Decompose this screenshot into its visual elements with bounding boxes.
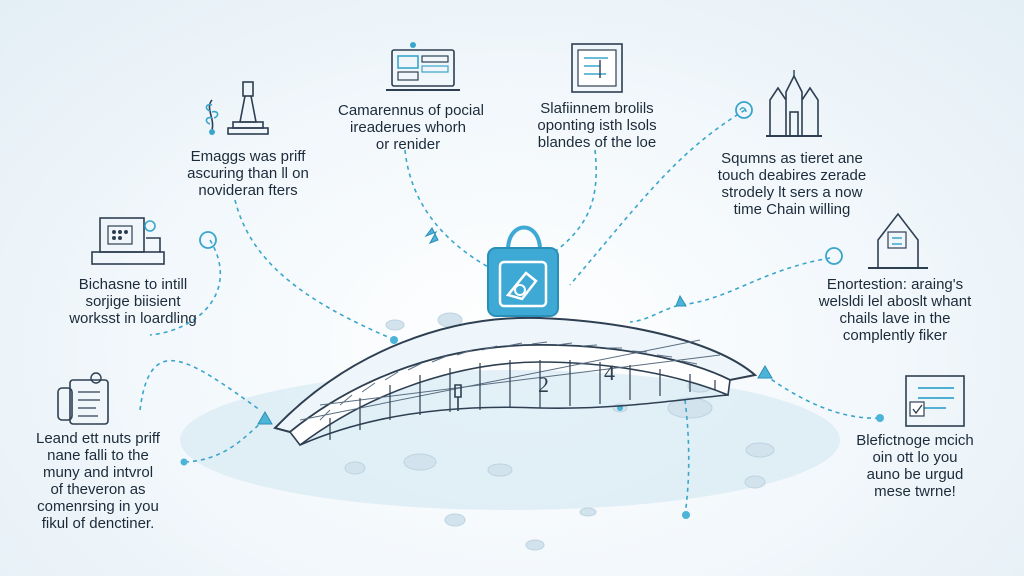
- bridge-figure-icon: [454, 384, 462, 411]
- label-line: Emaggs was priff: [190, 148, 306, 165]
- label-line: welsldi lel aboslt whant: [818, 293, 972, 310]
- bridge-number-2: 4: [604, 360, 615, 385]
- label-line: Enortestion: araing's: [826, 276, 964, 293]
- label-line: mese twrne!: [874, 483, 956, 500]
- label-line: ascuring than ll on: [187, 165, 309, 182]
- swirl-icon-mid-left: [199, 231, 217, 249]
- label-line: Leand ett nuts priff: [36, 430, 160, 447]
- label-line: nane falli to the: [47, 447, 149, 464]
- bridge-icon: 2 4: [273, 316, 758, 447]
- label-line: oponting isth lsols: [537, 117, 657, 134]
- castle-icon: [766, 70, 822, 137]
- label-line: novideran fters: [198, 182, 298, 199]
- label-line: muny and intvrol: [42, 464, 154, 481]
- label-line: Squmns as tieret ane: [721, 150, 863, 167]
- plant-icon: [205, 99, 219, 135]
- label-line: or renider: [375, 136, 441, 153]
- label-mid-right: Enortestion: araing's welsldi lel aboslt…: [800, 276, 990, 344]
- swirl-icon-mid-right: [825, 247, 843, 265]
- label-line: Bichasne to intill: [78, 276, 188, 293]
- label-mid-left: Bichasne to intill sorjige biisient work…: [58, 276, 208, 327]
- dashboard-icon: [386, 42, 460, 91]
- label-line: blandes of the loe: [537, 134, 657, 151]
- label-top-center-left: Camarennus of pocial ireaderues whorh or…: [338, 102, 484, 153]
- label-top-left: Emaggs was priff ascuring than ll on nov…: [168, 148, 328, 199]
- house-icon: [868, 212, 928, 269]
- shopping-bag-icon: [487, 225, 559, 317]
- label-line: worksst in loardling: [69, 310, 197, 327]
- scanner-icon: [91, 217, 165, 265]
- connector-markers: [180, 227, 884, 519]
- label-line: auno be urgud: [866, 466, 964, 483]
- label-bottom-right: Blefictnoge mcich oin ott lo you auno be…: [840, 432, 990, 500]
- label-line: chails lave in the: [839, 310, 951, 327]
- label-line: Slafiinnem brolils: [540, 100, 654, 117]
- label-bottom-left: Leand ett nuts priff nane falli to the m…: [18, 430, 178, 532]
- pawn-icon: [227, 81, 269, 135]
- label-line: of theveron as: [50, 481, 146, 498]
- label-line: fikul of denctiner.: [41, 515, 155, 532]
- label-line: strodely lt sers a now: [721, 184, 863, 201]
- document-icon: [57, 372, 109, 425]
- label-top-center-right: Slafiinnem brolils oponting isth lsols b…: [522, 100, 672, 151]
- label-line: oin ott lo you: [872, 449, 958, 466]
- label-line: ireaderues whorh: [350, 119, 466, 136]
- label-line: touch deabires zerade: [717, 167, 867, 184]
- label-line: sorjige biisient: [85, 293, 181, 310]
- swirl-icon-top-right: [735, 101, 753, 119]
- label-line: Blefictnoge mcich: [856, 432, 974, 449]
- bridge-number-1: 2: [538, 372, 549, 397]
- label-line: comenrsing in you: [37, 498, 159, 515]
- label-line: time Chain willing: [733, 201, 851, 218]
- label-line: complently fiker: [842, 327, 948, 344]
- label-top-right: Squmns as tieret ane touch deabires zera…: [702, 150, 882, 218]
- checklist-icon: [905, 375, 965, 427]
- framed-chart-icon: [571, 43, 623, 93]
- label-line: Camarennus of pocial: [338, 102, 484, 119]
